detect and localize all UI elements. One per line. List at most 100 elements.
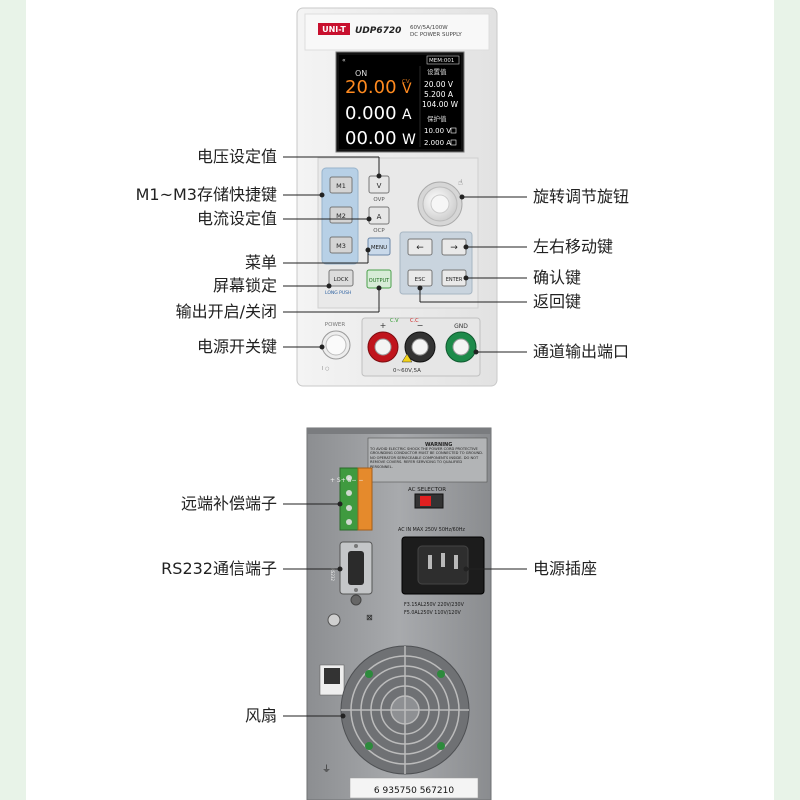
- ac-selector-switch[interactable]: [414, 493, 444, 509]
- weee-bin-icon: ⊠: [366, 613, 373, 622]
- plus-label: +: [380, 321, 387, 330]
- protect-voltage: 10.00 V: [424, 127, 451, 135]
- label-power-switch: 电源开关键: [196, 337, 277, 356]
- callout-lines: [283, 156, 527, 719]
- label-rs232-port: RS232通信端子: [161, 559, 277, 578]
- fuse-label-1: F3.15AL250V 220V/230V: [404, 602, 465, 608]
- barcode-number: 6 935750 567210: [374, 786, 454, 796]
- warning-triangle-icon: [401, 353, 413, 363]
- cv-indicator: C.V: [390, 318, 399, 324]
- range-label: 0~60V,5A: [393, 368, 421, 374]
- label-confirm-key: 确认键: [533, 268, 582, 287]
- spec-line1: 60V/5A/100W: [410, 25, 448, 31]
- set-power: 104.00 W: [422, 100, 459, 109]
- right-arrow-button[interactable]: →: [441, 238, 467, 256]
- power-reading: 00.00: [345, 128, 397, 149]
- label-screen-lock: 屏幕锁定: [212, 276, 277, 295]
- front-panel: UNI-T UDP6720 60V/5A/100W DC POWER SUPPL…: [296, 7, 498, 387]
- power-switch[interactable]: [321, 330, 351, 360]
- right-arrow-icon: →: [450, 243, 458, 253]
- fuse-label-2: F5.0AL250V 110V/120V: [404, 610, 462, 616]
- mode-indicator: CV: [402, 79, 410, 85]
- ground-symbol-icon: [327, 613, 341, 627]
- a-label: A: [377, 213, 382, 221]
- set-current: 5.200 A: [424, 90, 454, 99]
- m3-button[interactable]: M3: [329, 236, 353, 254]
- sense-pin-labels: + S+ S− −: [330, 477, 363, 484]
- protect-current: 2.000 A: [424, 139, 451, 147]
- negative-terminal[interactable]: [404, 331, 436, 363]
- menu-button[interactable]: MENU: [367, 237, 391, 256]
- lock-button[interactable]: LOCK: [328, 269, 354, 287]
- rs232-label: RS232: [330, 568, 335, 581]
- power-label: POWER: [325, 322, 346, 328]
- m2-label: M2: [336, 212, 346, 220]
- cooling-fan: [340, 645, 470, 775]
- rotary-knob[interactable]: [417, 181, 463, 227]
- label-output-terminals: 通道输出端口: [533, 342, 630, 361]
- left-arrow-icon: ←: [416, 243, 424, 253]
- current-unit: A: [402, 107, 412, 123]
- power-socket[interactable]: [401, 536, 485, 595]
- label-remote-sense: 远端补偿端子: [180, 494, 277, 513]
- ovp-label: OVP: [373, 197, 385, 203]
- lcd-screen: « MEM:001 ON CV 20.00 V 0.000 A 00.00 W …: [335, 51, 465, 153]
- m1-button[interactable]: M1: [329, 176, 353, 194]
- barcode-label: 6 935750 567210: [349, 777, 479, 799]
- knob-push-icon: ☝: [458, 178, 463, 187]
- label-power-socket: 电源插座: [533, 559, 598, 578]
- v-label: V: [377, 182, 382, 190]
- label-menu: 菜单: [244, 253, 277, 272]
- gnd-label: GND: [454, 323, 468, 330]
- enter-label: ENTER: [446, 277, 463, 283]
- mem-indicator: MEM:001: [429, 58, 454, 64]
- voltage-unit: V: [402, 81, 412, 97]
- brand-text: UNI-T: [322, 25, 346, 34]
- label-current-set: 电流设定值: [196, 209, 277, 228]
- remote-sense-terminal[interactable]: [339, 467, 373, 531]
- power-unit: W: [402, 132, 416, 148]
- m1-label: M1: [336, 182, 346, 190]
- cc-indicator: C.C: [410, 318, 419, 324]
- lock-label: LOCK: [334, 277, 349, 283]
- rs232-port[interactable]: [339, 541, 373, 595]
- protect-title: 保护值: [427, 114, 447, 123]
- model-text: UDP6720: [355, 26, 401, 36]
- warning-title: WARNING: [425, 442, 452, 448]
- output-label: OUTPUT: [369, 278, 390, 284]
- output-button[interactable]: OUTPUT: [366, 269, 392, 289]
- set-title: 设置值: [427, 67, 447, 76]
- set-voltage: 20.00 V: [424, 80, 454, 89]
- positive-terminal[interactable]: [367, 331, 399, 363]
- ac-selector-label: AC SELECTOR: [408, 487, 446, 493]
- back-arrow-icon: «: [342, 57, 346, 64]
- label-rotary-knob: 旋转调节旋钮: [533, 187, 630, 206]
- esc-label: ESC: [415, 277, 426, 283]
- m2-button[interactable]: M2: [329, 206, 353, 224]
- m3-label: M3: [336, 242, 346, 250]
- enter-button[interactable]: ENTER: [441, 269, 467, 287]
- left-arrow-button[interactable]: ←: [407, 238, 433, 256]
- label-left-right-keys: 左右移动键: [533, 237, 614, 256]
- label-back-key: 返回键: [533, 292, 582, 311]
- warning-text: TO AVOID ELECTRIC SHOCK THE POWER CORD P…: [370, 447, 484, 469]
- left-border-strip: [0, 0, 26, 800]
- voltage-reading: 20.00: [345, 77, 397, 98]
- label-fan: 风扇: [244, 706, 277, 725]
- right-border-strip: [774, 0, 800, 800]
- menu-label: MENU: [371, 245, 387, 251]
- output-terminals: C.V C.C + − GND 0~60V,5A: [361, 317, 481, 377]
- current-button[interactable]: A: [368, 206, 390, 225]
- esc-button[interactable]: ESC: [407, 269, 433, 287]
- spec-line2: DC POWER SUPPLY: [410, 32, 462, 38]
- output-status: ON: [355, 69, 367, 78]
- power-onoff-icon: I ○: [322, 366, 329, 372]
- label-memory-keys: M1~M3存储快捷键: [135, 185, 277, 204]
- ground-terminal[interactable]: [445, 331, 477, 363]
- voltage-button[interactable]: V: [368, 175, 390, 194]
- ac-input-label: AC IN MAX 250V 50Hz/60Hz: [398, 527, 465, 533]
- ocp-label: OCP: [373, 228, 385, 234]
- current-reading: 0.000: [345, 103, 397, 124]
- minus-label: −: [417, 321, 424, 330]
